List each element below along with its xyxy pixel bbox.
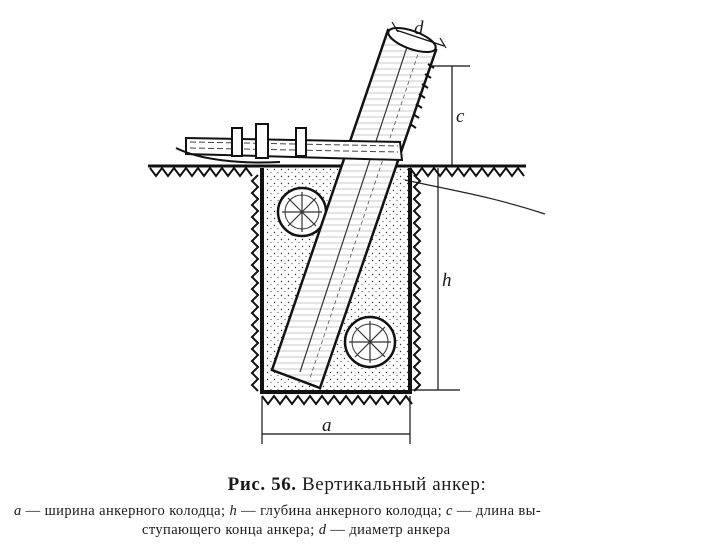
legend-line-1: a — ширина анкерного колодца; h — глубин… [0,502,714,521]
anchor-log [270,26,438,390]
legend-c-text-cont: ступающего конца анкера; [142,522,319,538]
figure-number: Рис. 56. [227,474,297,495]
dim-label-d: d [414,18,424,39]
anchor-diagram: d c h a [148,18,546,444]
ground-line [148,164,526,178]
legend-c-text: — длина вы- [452,503,542,519]
dimension-c: c [432,65,470,166]
dim-label-a: a [322,415,332,436]
dimension-h: h [410,168,460,391]
legend-a-text: — ширина анкерного колодца; [21,503,230,519]
crossbar-log-lower [343,315,397,369]
legend-d-text: — диаметр анкера [326,522,451,538]
legend-h-symbol: h [229,503,238,519]
caption-title: Рис. 56. Вертикальный анкер: [0,474,714,496]
legend-c-symbol: c [446,503,453,519]
ground-log [175,123,404,164]
crossbar-log-upper [276,186,328,238]
legend-d-symbol: d [318,522,327,538]
dimension-d: d [391,18,447,49]
figure-title: Вертикальный анкер: [302,474,487,495]
legend-h-text: — глубина анкерного колодца; [237,503,447,519]
guy-wire [404,179,546,215]
legend-line-2: ступающего конца анкера; d — диаметр анк… [0,521,714,540]
legend-a-symbol: a [14,503,22,519]
dimension-a: a [261,396,411,444]
dim-label-h: h [442,270,452,291]
figure-caption: Рис. 56. Вертикальный анкер: a — ширина … [0,474,714,540]
dim-label-c: c [456,106,465,127]
